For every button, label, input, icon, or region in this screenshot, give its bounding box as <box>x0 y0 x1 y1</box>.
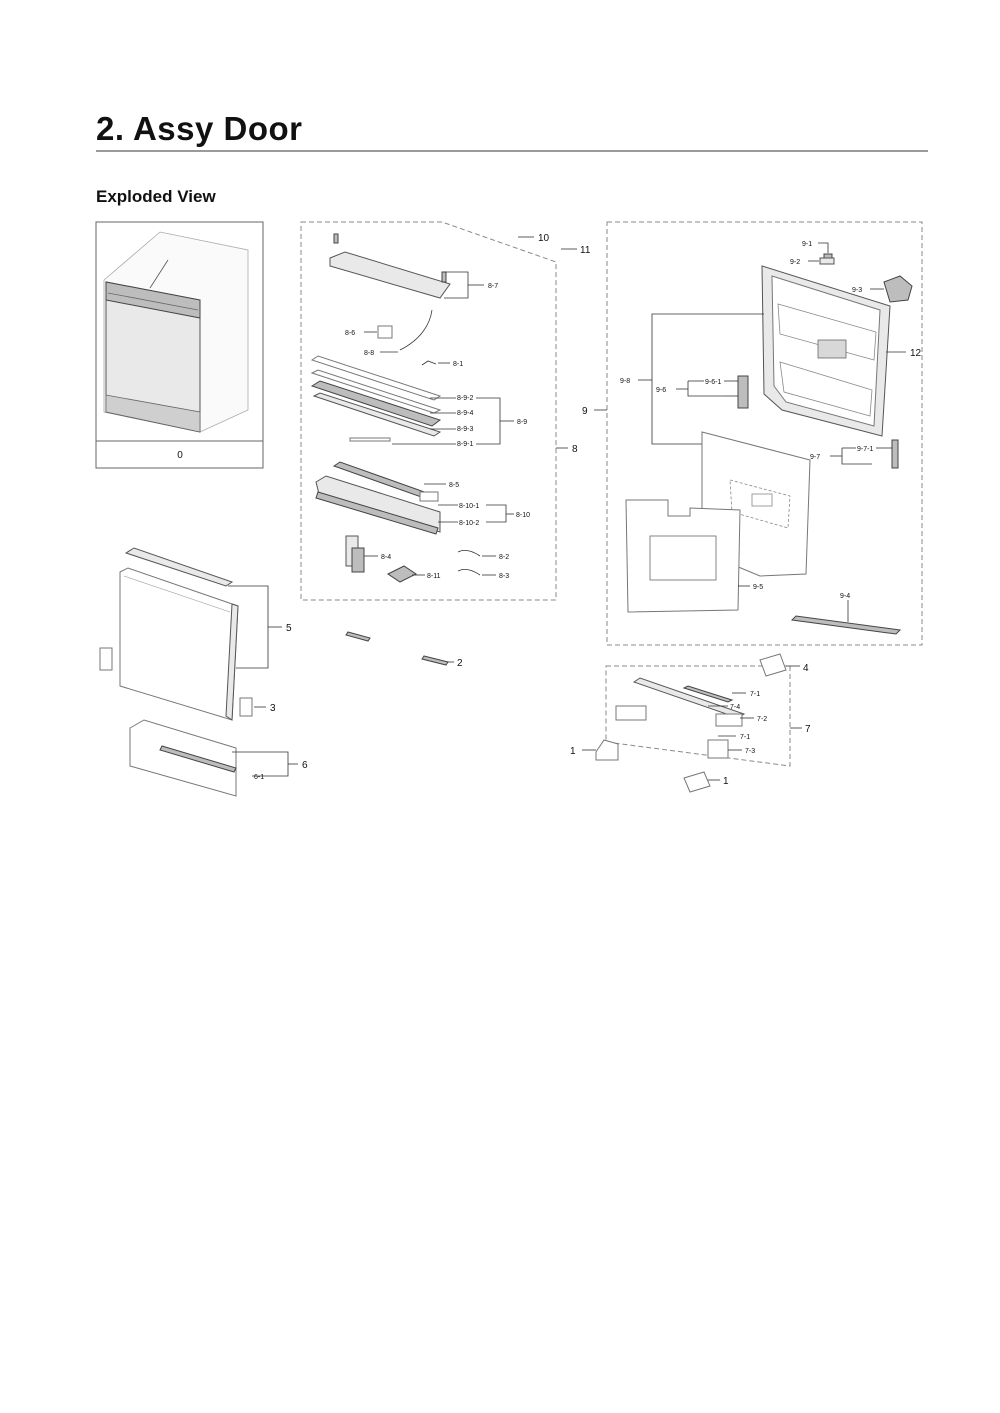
part-7-2-left <box>615 705 647 721</box>
part-8-9-panel-assy <box>310 355 442 442</box>
label-7-4: 7-4 <box>730 704 740 711</box>
title-rule <box>96 150 928 152</box>
label-12: 12 <box>910 348 922 359</box>
label-4: 4 <box>803 663 809 674</box>
label-9: 9 <box>582 406 588 417</box>
dishwasher-illustration <box>103 231 249 433</box>
label-6: 6 <box>302 760 308 771</box>
label-3: 3 <box>270 703 276 714</box>
label-1b: 1 <box>723 776 729 787</box>
part-5-outer-door <box>119 567 239 721</box>
part-9-4 <box>790 615 902 635</box>
label-5: 5 <box>286 623 292 634</box>
label-8-3: 8-3 <box>499 573 509 580</box>
group-9-inner-door: 9-1 9-2 9-3 12 9-8 9-6-1 9-6 9 <box>582 221 923 646</box>
label-8-4: 8-4 <box>381 554 391 561</box>
page-title: 2. Assy Door <box>96 110 303 147</box>
part-4 <box>759 653 787 677</box>
part-9-3 <box>883 275 913 303</box>
part-7-3 <box>707 739 729 759</box>
part-8-4-bracket <box>345 535 365 573</box>
part-1a <box>595 739 619 761</box>
part-8-2 <box>457 549 481 557</box>
label-9-7-1: 9-7-1 <box>857 446 873 453</box>
part-8-11 <box>387 565 417 583</box>
label-8-10-1: 8-10-1 <box>459 503 479 510</box>
label-8-1: 8-1 <box>453 361 463 368</box>
part-7-1-upper <box>682 685 734 703</box>
part-7-4 <box>632 677 746 719</box>
label-10: 10 <box>538 233 550 244</box>
part-2a <box>345 631 371 642</box>
label-8-8: 8-8 <box>364 350 374 357</box>
section-title: Exploded View <box>96 187 216 206</box>
label-0: 0 <box>177 450 183 461</box>
part-8-3 <box>457 568 481 576</box>
label-9-5: 9-5 <box>753 584 763 591</box>
part-2b <box>421 655 449 666</box>
part-3 <box>239 697 253 717</box>
label-8-9-1: 8-9-1 <box>457 441 473 448</box>
label-9-3: 9-3 <box>852 287 862 294</box>
label-9-6: 9-6 <box>656 387 666 394</box>
label-1a: 1 <box>570 746 576 757</box>
label-8-7: 8-7 <box>488 283 498 290</box>
label-6-1: 6-1 <box>254 774 264 781</box>
label-8-2: 8-2 <box>499 554 509 561</box>
label-8: 8 <box>572 444 578 455</box>
part-6-kickplate <box>129 719 237 797</box>
part-12-inner-door <box>761 265 891 437</box>
group-8-control-panel: 10 11 8-7 8-6 8-8 8-1 8-9-2 <box>300 221 591 601</box>
part-9-7-1 <box>891 439 899 469</box>
part-9-5-outer-panel <box>625 499 741 613</box>
label-8-11: 8-11 <box>427 573 441 580</box>
label-7-3: 7-3 <box>745 748 755 755</box>
label-8-9-4: 8-9-4 <box>457 410 473 417</box>
label-8-9-2: 8-9-2 <box>457 395 473 402</box>
part-5-top-trim <box>124 547 234 587</box>
label-8-10: 8-10 <box>516 512 530 519</box>
part-1b <box>683 771 711 793</box>
label-7-2: 7-2 <box>757 716 767 723</box>
label-9-8: 9-8 <box>620 378 630 385</box>
label-9-2: 9-2 <box>790 259 800 266</box>
group-0-complete-unit: 0 <box>95 221 264 469</box>
label-8-6: 8-6 <box>345 330 355 337</box>
label-8-5: 8-5 <box>449 482 459 489</box>
label-11: 11 <box>580 245 591 256</box>
part-side-cover <box>99 647 113 671</box>
label-2: 2 <box>457 658 463 669</box>
group-7-hinge: 4 7-1 7-4 7-2 7-1 7-3 7 1 1 <box>570 653 811 793</box>
part-7-2-right <box>715 713 743 727</box>
part-8-10-frame <box>315 475 441 535</box>
part-8-8-wire <box>399 309 433 351</box>
label-7-1b: 7-1 <box>740 734 750 741</box>
part-8-6 <box>377 325 393 339</box>
label-9-1: 9-1 <box>802 241 812 248</box>
part-9-2 <box>819 257 835 265</box>
label-8-10-2: 8-10-2 <box>459 520 479 527</box>
part-8-1 <box>421 360 437 366</box>
label-9-4: 9-4 <box>840 593 850 600</box>
group-outer-door: 5 3 2 6 6-1 <box>99 547 463 797</box>
label-7: 7 <box>805 724 811 735</box>
label-7-1a: 7-1 <box>750 691 760 698</box>
label-8-9: 8-9 <box>517 419 527 426</box>
part-9-6 <box>737 375 749 409</box>
label-9-7: 9-7 <box>810 454 820 461</box>
label-8-9-3: 8-9-3 <box>457 426 473 433</box>
label-9-6-1: 9-6-1 <box>705 379 721 386</box>
part-8-7-top-trim <box>329 233 451 299</box>
